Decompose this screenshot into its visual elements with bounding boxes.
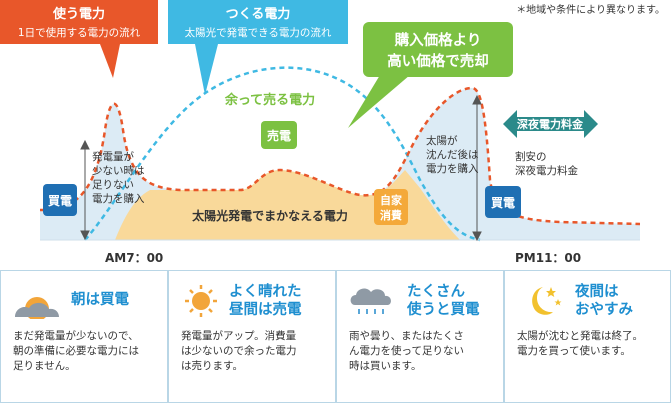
solar-generation-curve — [84, 66, 481, 242]
energy-flow-diagram: 使う電力 1日で使用する電力の流れ つくる電力 太陽光で発電できる電力の流れ 購… — [0, 0, 665, 265]
sell-price-line2: 高い価格で売却 — [387, 52, 489, 70]
panel-night: 夜間は おやすみ 太陽が沈むと発電は終了。 電力を買って使います。 — [504, 270, 671, 403]
sell-badge-label: 売電 — [267, 128, 291, 143]
buy-badge-left-label: 買電 — [48, 194, 72, 208]
panel-night-title-1: 夜間は — [575, 284, 619, 300]
morning-note-3: 足りない — [92, 179, 134, 191]
use-power-title: 使う電力 — [52, 6, 105, 22]
evening-note: 太陽が 沈んだ後は 電力を購入 — [426, 134, 479, 175]
sell-badge — [261, 121, 297, 149]
buy-badge-right-label: 買電 — [491, 196, 515, 210]
night-rate-banner: 深夜電力料金 — [503, 110, 598, 138]
panel-morning-title: 朝は買電 — [71, 292, 129, 308]
moon-stars-icon — [532, 287, 562, 315]
panel-rain-body: 雨や曇り、またはたくさ ん電力を使って足りない 時は買います。 — [349, 330, 464, 372]
solar-covered-label: 太陽光発電でまかなえる電力 — [192, 208, 348, 223]
morning-note-1: 発電量が — [92, 150, 134, 163]
sun-icon — [185, 285, 217, 317]
night-note-2: 深夜電力料金 — [515, 164, 578, 177]
evening-note-2: 沈んだ後は — [426, 148, 479, 161]
night-rate-label: 深夜電力料金 — [517, 117, 584, 131]
panel-noon-title-2: 昼間は売電 — [229, 302, 302, 318]
time-start-label: AM7：00 — [105, 251, 163, 265]
explanation-panels: 朝は買電 まだ発電量が少ないので、 朝の準備に必要な電力には 足りません。 よく… — [0, 270, 671, 405]
panel-night-body: 太陽が沈むと発電は終了。 電力を買って使います。 — [517, 330, 643, 357]
morning-note-4: 電力を購入 — [92, 192, 145, 205]
panel-rain: たくさん 使うと買電 雨や曇り、またはたくさ ん電力を使って足りない 時は買いま… — [336, 270, 504, 403]
evening-note-3: 電力を購入 — [426, 162, 479, 175]
self-consumption-area — [115, 170, 460, 240]
panel-night-title-2: おやすみ — [575, 302, 633, 318]
morning-buy-arrow — [80, 139, 90, 241]
buy-badge-right — [485, 186, 521, 218]
rain-cloud-icon — [350, 288, 391, 314]
disclaimer-note: ＊地域や条件により異なります。 — [516, 3, 665, 16]
morning-note-2: 少ない時は — [92, 165, 145, 177]
make-power-callout: つくる電力 太陽光で発電できる電力の流れ — [168, 0, 348, 95]
panel-noon-body: 発電量がアップ。消費量 は少ないので余った電力 は売ります。 — [181, 330, 297, 372]
panel-morning-body: まだ発電量が少ないので、 朝の準備に必要な電力には 足りません。 — [13, 330, 139, 372]
use-power-sub: 1日で使用する電力の流れ — [18, 26, 141, 39]
evening-note-1: 太陽が — [426, 134, 458, 147]
sell-price-callout: 購入価格より 高い価格で売却 — [348, 22, 513, 128]
make-power-title: つくる電力 — [226, 6, 291, 22]
panel-rain-title-1: たくさん — [407, 284, 465, 300]
panel-noon-title-1: よく晴れた — [229, 284, 302, 300]
self-use-label-1: 自家 — [380, 193, 403, 207]
surplus-label: 余って売る電力 — [224, 92, 315, 108]
self-use-label-2: 消費 — [380, 208, 402, 222]
night-note-1: 割安の — [515, 150, 547, 163]
panel-morning: 朝は買電 まだ発電量が少ないので、 朝の準備に必要な電力には 足りません。 — [0, 270, 168, 403]
time-end-label: PM11：00 — [515, 251, 581, 265]
make-power-sub: 太陽光で発電できる電力の流れ — [185, 26, 332, 39]
morning-note: 発電量が 少ない時は 足りない 電力を購入 — [92, 150, 145, 205]
cloudy-sun-rise-icon — [15, 297, 59, 319]
panel-noon: よく晴れた 昼間は売電 発電量がアップ。消費量 は少ないので余った電力 は売りま… — [168, 270, 336, 403]
buy-badge-left — [43, 184, 77, 216]
use-power-callout: 使う電力 1日で使用する電力の流れ — [0, 0, 158, 78]
sell-price-line1: 購入価格より — [394, 31, 482, 49]
evening-buy-arrow — [472, 94, 482, 242]
panel-rain-title-2: 使うと買電 — [407, 302, 480, 318]
consumption-curve — [39, 86, 641, 226]
self-use-badge — [374, 189, 408, 225]
